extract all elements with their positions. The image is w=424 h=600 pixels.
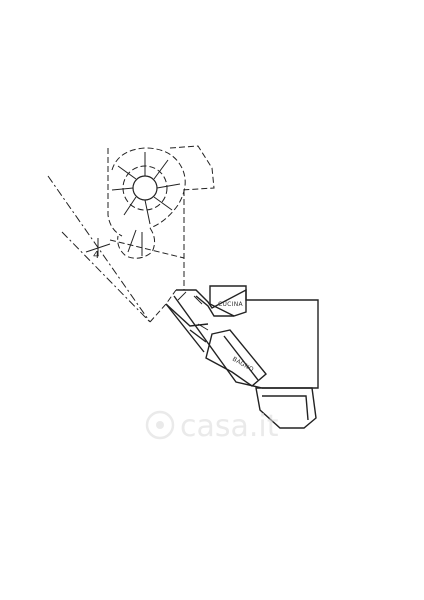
stair-tread <box>156 183 181 189</box>
boundary-link <box>109 239 185 259</box>
balcony <box>255 387 317 429</box>
bathroom-inner-wall <box>223 335 259 381</box>
door-mark <box>197 323 209 331</box>
stair-lower-arc <box>117 227 156 259</box>
balcony-inner <box>262 395 309 421</box>
stair-inner-circle <box>132 175 158 201</box>
stair-left-edge <box>107 148 123 237</box>
bathroom-outline <box>205 329 267 387</box>
stair-tread <box>144 199 151 225</box>
apartment-walls <box>165 285 319 429</box>
wall-diagonal-inner <box>173 295 263 389</box>
stair-top-landing <box>169 145 215 191</box>
boundary-step <box>149 289 177 323</box>
stair-outer-arc <box>111 147 186 229</box>
wall-diagonal-outer <box>165 303 205 353</box>
door-mark <box>177 291 187 301</box>
wall-top <box>176 288 319 389</box>
section-marker-label: 4 <box>93 250 99 261</box>
spiral-staircase <box>107 145 215 259</box>
stair-tread <box>111 187 134 191</box>
boundary-diagonal-lower <box>61 231 151 323</box>
wall-entry-segment <box>189 329 207 343</box>
watermark-logo-dot <box>156 421 164 429</box>
wall-inner-top <box>165 303 209 327</box>
watermark: casa.it <box>145 409 279 444</box>
stair-tread <box>127 229 137 253</box>
stair-tread <box>117 165 137 180</box>
kitchen-counter <box>195 295 234 317</box>
door-markers <box>177 291 209 331</box>
boundary-diagonal-upper <box>47 175 151 323</box>
room-label-bathroom: BAGNO <box>231 356 255 374</box>
door-mark <box>193 295 203 305</box>
stair-tread <box>123 196 137 216</box>
stair-tread <box>153 159 169 180</box>
outer-boundary <box>47 175 185 323</box>
section-marker <box>85 238 111 256</box>
kitchen-niche <box>209 285 247 317</box>
stair-tread <box>153 196 173 211</box>
watermark-logo-icon <box>145 410 175 440</box>
watermark-brand: casa.it <box>180 409 279 444</box>
room-label-kitchen: CUCINA <box>218 301 244 308</box>
